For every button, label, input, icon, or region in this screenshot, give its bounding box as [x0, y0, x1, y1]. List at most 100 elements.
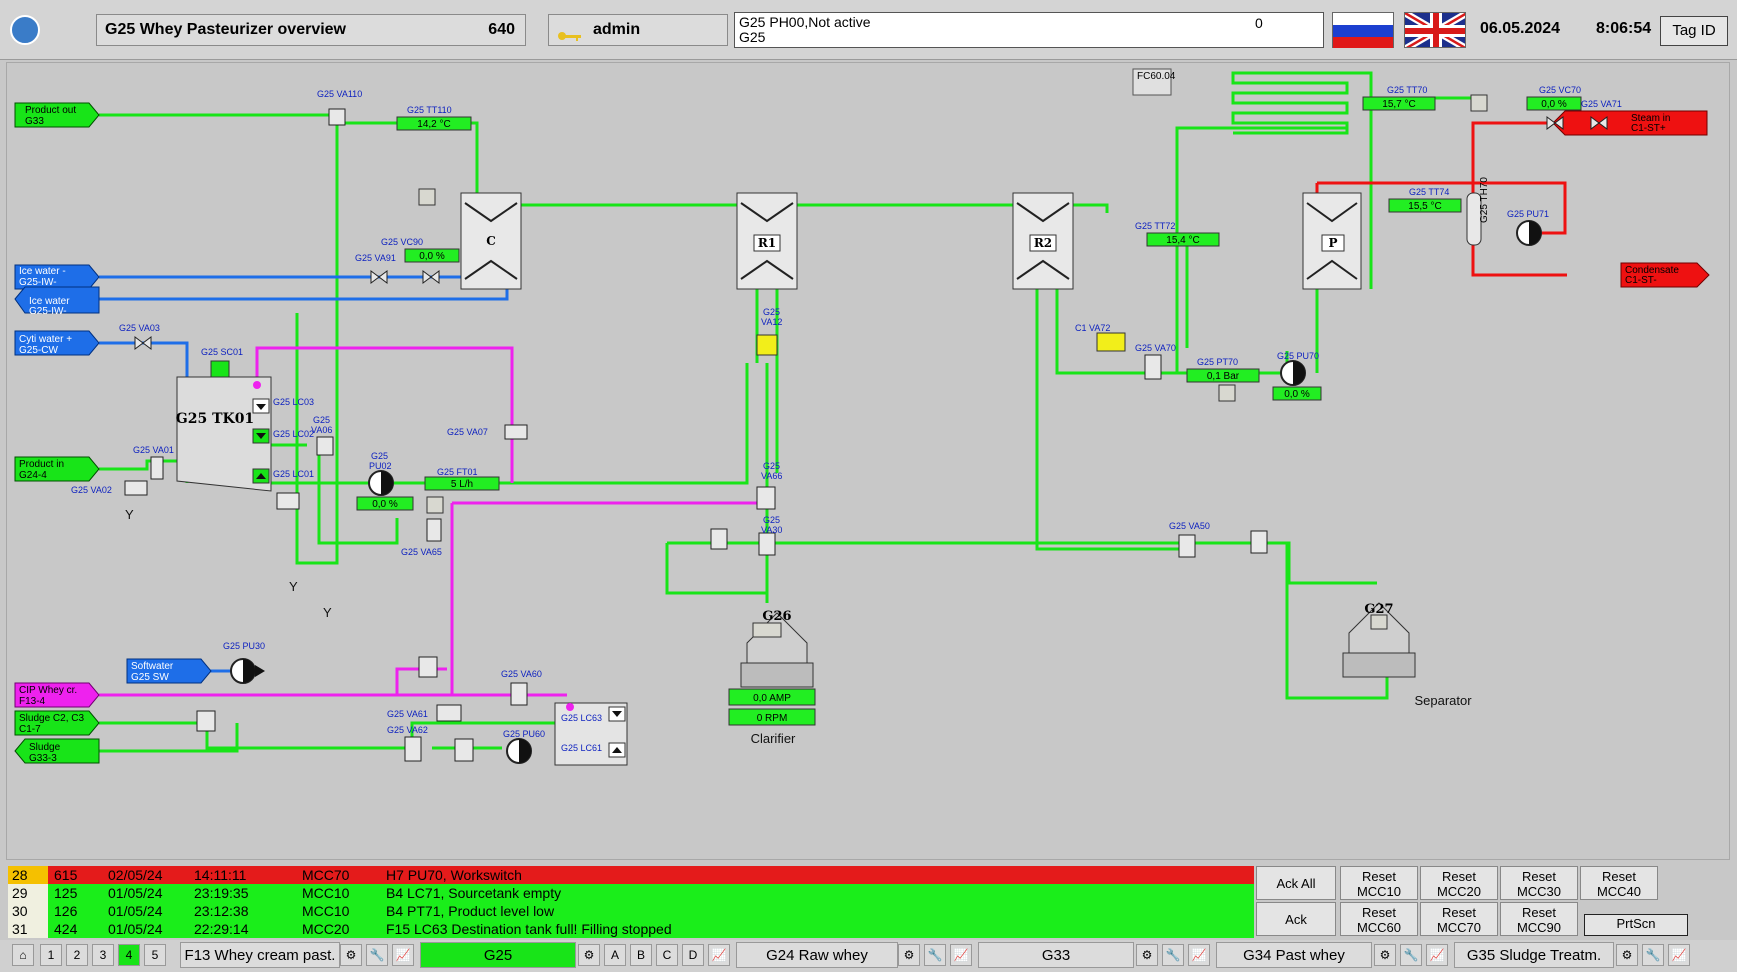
page-button-1[interactable]: 1 — [40, 944, 62, 966]
user-box[interactable]: admin — [548, 14, 728, 46]
valve-va72-icon[interactable] — [1096, 332, 1126, 352]
gear-icon[interactable]: ⚙ — [578, 944, 600, 966]
fc60-box[interactable] — [1132, 68, 1172, 96]
va30b-label: VA30 — [761, 525, 782, 535]
pu70-label: G25 PU70 — [1277, 351, 1319, 361]
g26-label: G26 — [762, 609, 791, 624]
gear-icon[interactable]: ⚙ — [340, 944, 362, 966]
hx-p-label: P — [1328, 236, 1337, 250]
valve-va12-icon[interactable] — [756, 334, 778, 356]
wrench-icon[interactable]: 🔧 — [1162, 944, 1184, 966]
tag-id-button[interactable]: Tag ID — [1660, 16, 1728, 46]
valve-va06-icon — [316, 436, 334, 456]
wrench-c-icon[interactable]: C — [656, 944, 678, 966]
valve-va60-icon — [510, 682, 528, 706]
page-button-4[interactable]: 4 — [118, 944, 140, 966]
heat-exchanger-p[interactable]: P — [1302, 192, 1362, 290]
gear-icon[interactable]: ⚙ — [1136, 944, 1158, 966]
wrench-b-icon[interactable]: B — [630, 944, 652, 966]
heat-exchanger-r2[interactable]: R2 — [1012, 192, 1074, 290]
wrench-icon[interactable]: 🔧 — [1400, 944, 1422, 966]
va12-label: G25 — [763, 307, 780, 317]
pump-pu70-icon[interactable] — [1280, 360, 1306, 386]
nav-g25[interactable]: G25 — [420, 942, 576, 968]
alarm-time: 23:19:35 — [194, 885, 249, 901]
wrench-icon[interactable]: 🔧 — [1642, 944, 1664, 966]
prtscn-button[interactable]: PrtScn — [1584, 914, 1688, 936]
wrench-icon[interactable]: 🔧 — [924, 944, 946, 966]
pump-pu60-icon[interactable] — [506, 738, 532, 764]
ack-label: Ack — [1285, 912, 1307, 927]
page-button-2[interactable]: 2 — [66, 944, 88, 966]
valves[interactable] — [124, 108, 1608, 762]
message-line2: G25 — [739, 29, 766, 45]
gear-icon[interactable]: ⚙ — [898, 944, 920, 966]
tt72-label: G25 TT72 — [1135, 221, 1175, 231]
product-out-label: Product out — [25, 105, 76, 116]
heat-exchanger-c[interactable]: C — [460, 192, 522, 290]
pump-pu02-icon[interactable] — [368, 470, 394, 496]
page-button-3[interactable]: 3 — [92, 944, 114, 966]
centrifuge-g26[interactable]: G26 0,0 AMP 0 RPM Clarifier — [728, 609, 816, 746]
tank-lc63[interactable] — [554, 702, 628, 766]
va72-label: C1 VA72 — [1075, 323, 1110, 333]
flag-uk-icon[interactable] — [1404, 12, 1466, 48]
pump-pu30-icon[interactable] — [230, 658, 265, 684]
ack-button[interactable]: Ack — [1256, 902, 1336, 936]
valve-va01-icon — [150, 456, 164, 480]
nav-g34[interactable]: G34 Past whey — [1216, 942, 1372, 968]
nav-g33[interactable]: G33 — [978, 942, 1134, 968]
wrench-icon[interactable]: 🔧 — [366, 944, 388, 966]
nav-g35[interactable]: G35 Sludge Treatm. — [1454, 942, 1614, 968]
reset-label: Reset — [1442, 869, 1476, 884]
nav-g24[interactable]: G24 Raw whey — [736, 942, 898, 968]
alarm-id: 424 — [54, 921, 78, 937]
trend-icon[interactable]: 📈 — [708, 944, 730, 966]
trend-icon[interactable]: 📈 — [1426, 944, 1448, 966]
pu60-label: G25 PU60 — [503, 729, 545, 739]
pump-pu71-icon[interactable] — [1516, 220, 1542, 246]
centrifuge-g27[interactable]: G27 Separator — [1342, 602, 1472, 708]
trend-icon[interactable]: 📈 — [1188, 944, 1210, 966]
gear-icon[interactable]: ⚙ — [1374, 944, 1396, 966]
g26-amp-value: 0,0 AMP — [753, 693, 791, 704]
gear-icon[interactable]: ⚙ — [1616, 944, 1638, 966]
message-box[interactable]: G25 PH00,Not active G25 0 — [734, 12, 1324, 48]
heater-th70-icon[interactable] — [1466, 192, 1482, 246]
controller-icons[interactable] — [418, 94, 1488, 514]
tank-tk01[interactable]: G25 TK01 — [176, 360, 272, 492]
th70-label: G25 TH70 — [1479, 177, 1490, 223]
screen-title-text: G25 Whey Pasteurizer overview — [105, 21, 346, 38]
heat-exchanger-r1[interactable]: R1 — [736, 192, 798, 290]
trend-icon[interactable]: 📈 — [392, 944, 414, 966]
home-icon[interactable]: ⌂ — [12, 944, 34, 966]
wrench-a-icon[interactable]: A — [604, 944, 626, 966]
steam-in-label: Steam in — [1631, 113, 1670, 124]
lc01-label: G25 LC01 — [273, 469, 314, 479]
valve-va66-icon — [756, 486, 776, 510]
alarm-number-cell — [8, 866, 48, 884]
ice-water-out-label: Ice water — [29, 296, 70, 307]
wrench-d-icon[interactable]: D — [682, 944, 704, 966]
alarm-number-cell — [8, 920, 48, 938]
ack-all-button[interactable]: Ack All — [1256, 866, 1336, 900]
trend-icon[interactable]: 📈 — [1668, 944, 1690, 966]
page-button-5[interactable]: 5 — [144, 944, 166, 966]
prtscn-label: PrtScn — [1616, 916, 1656, 931]
nav-f13[interactable]: F13 Whey cream past. — [180, 942, 340, 968]
condensate-label: Condensate — [1625, 265, 1679, 276]
flag-russia-icon[interactable] — [1332, 12, 1394, 48]
trend-icon[interactable]: 📈 — [950, 944, 972, 966]
